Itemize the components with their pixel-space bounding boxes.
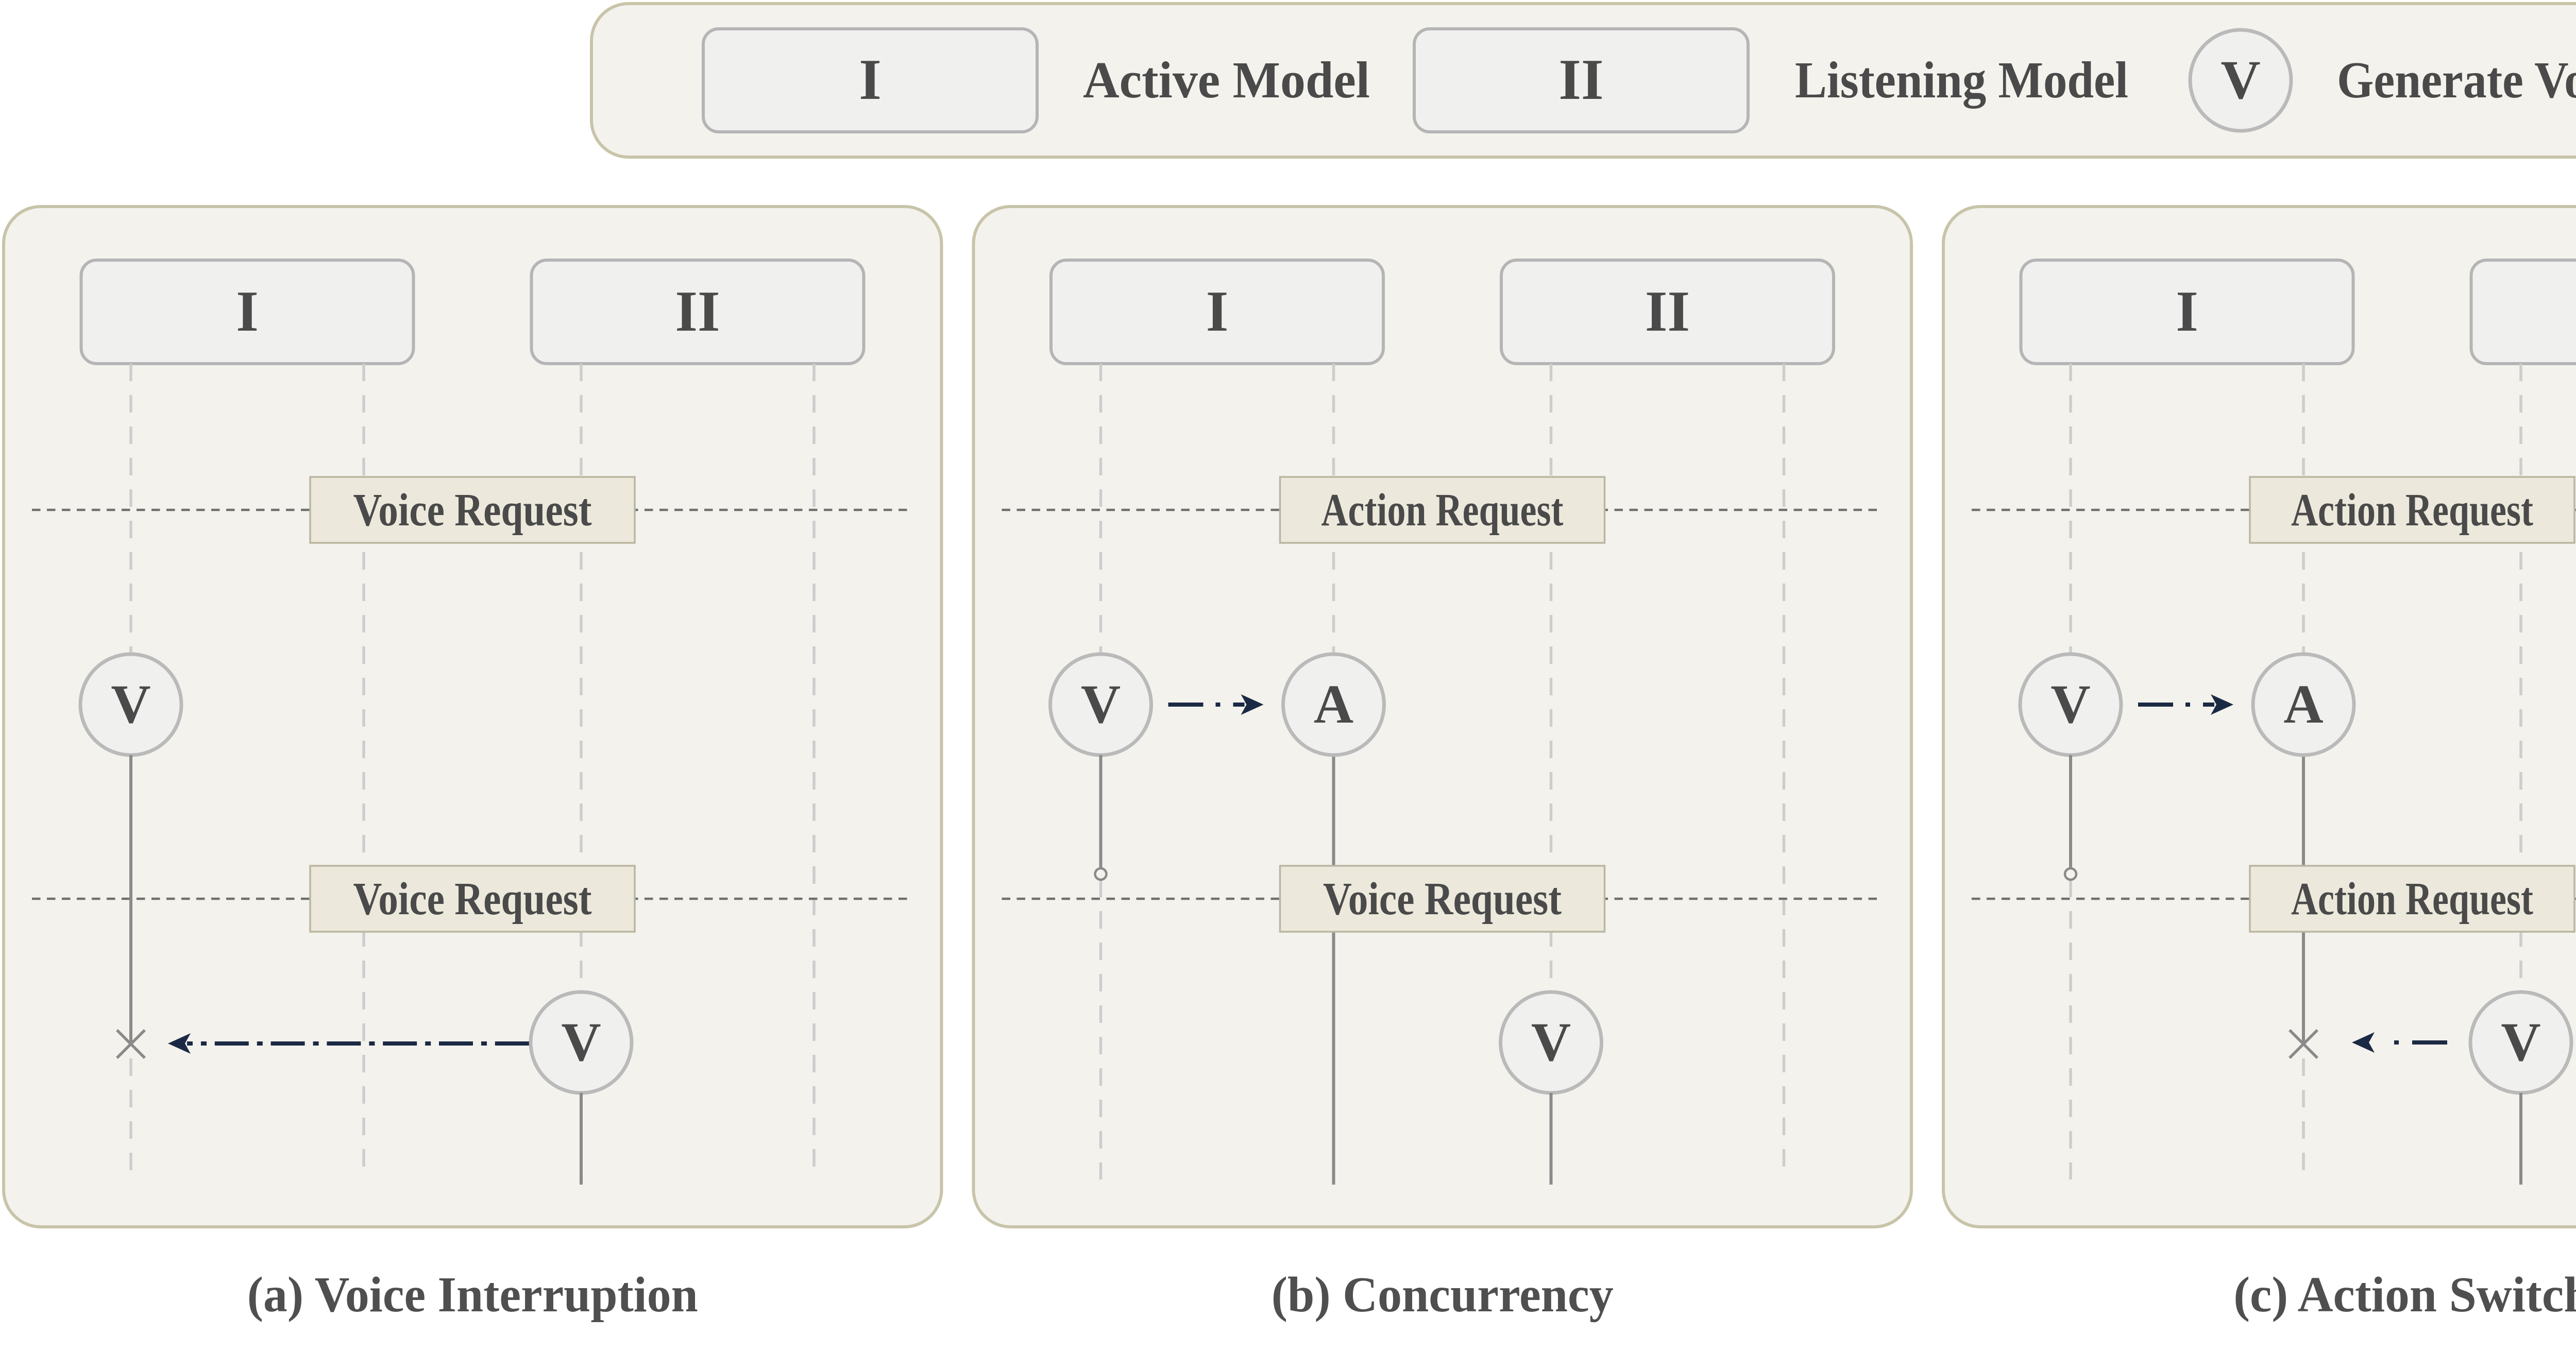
svg-text:I: I — [236, 280, 259, 344]
svg-text:Voice Request: Voice Request — [353, 874, 592, 925]
svg-text:II: II — [1558, 48, 1603, 112]
svg-text:Voice Request: Voice Request — [1323, 874, 1562, 925]
svg-text:A: A — [1314, 674, 1353, 735]
svg-text:V: V — [2501, 1012, 2540, 1073]
svg-text:I: I — [2176, 280, 2198, 344]
svg-text:Action Request: Action Request — [2291, 874, 2533, 925]
svg-text:Generate Voice: Generate Voice — [2337, 51, 2576, 109]
svg-text:I: I — [1206, 280, 1229, 344]
svg-text:V: V — [111, 674, 150, 735]
svg-text:Voice Request: Voice Request — [353, 485, 592, 536]
svg-text:V: V — [2050, 674, 2090, 735]
svg-text:II: II — [675, 280, 720, 344]
svg-text:I: I — [859, 48, 882, 112]
svg-text:II: II — [1645, 280, 1690, 344]
svg-text:V: V — [2221, 50, 2260, 111]
svg-text:(b) Concurrency: (b) Concurrency — [1272, 1267, 1614, 1322]
svg-text:V: V — [1531, 1012, 1571, 1073]
svg-text:Action Request: Action Request — [1321, 485, 1564, 536]
svg-text:Listening Model: Listening Model — [1795, 51, 2128, 109]
svg-text:V: V — [1081, 674, 1121, 735]
svg-text:A: A — [2283, 674, 2323, 735]
svg-text:(a) Voice Interruption: (a) Voice Interruption — [247, 1267, 698, 1322]
svg-text:Action Request: Action Request — [2291, 485, 2533, 536]
svg-text:Active Model: Active Model — [1083, 51, 1370, 109]
svg-text:V: V — [561, 1012, 601, 1073]
svg-text:(c) Action Switch: (c) Action Switch — [2233, 1267, 2576, 1322]
